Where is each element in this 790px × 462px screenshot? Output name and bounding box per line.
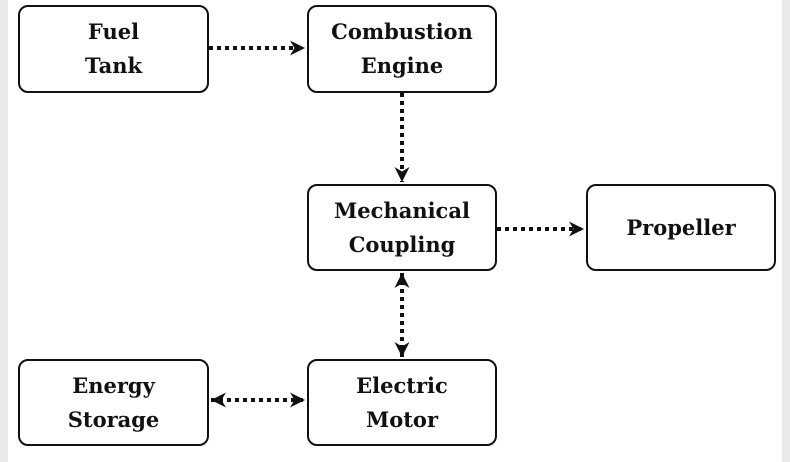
node-propeller-label: Propeller: [626, 214, 736, 240]
node-electric-motor-line2: Motor: [365, 406, 439, 432]
node-combustion-engine: Combustion Engine: [307, 5, 497, 93]
node-propeller: Propeller: [586, 184, 776, 271]
node-combustion-engine-line1: Combustion: [331, 19, 473, 44]
node-electric-motor-line1: Electric: [356, 372, 448, 398]
node-fuel-tank-line2: Tank: [84, 53, 143, 78]
node-mechanical-coupling: Mechanical Coupling: [307, 184, 497, 271]
node-mechanical-coupling-line1: Mechanical: [334, 197, 470, 223]
node-mechanical-coupling-line2: Coupling: [348, 231, 456, 257]
node-fuel-tank: Fuel Tank: [18, 5, 209, 93]
node-energy-storage-line2: Storage: [67, 406, 160, 432]
node-electric-motor: Electric Motor: [307, 359, 497, 446]
node-energy-storage: Energy Storage: [18, 359, 209, 446]
node-combustion-engine-line2: Engine: [360, 53, 444, 78]
node-fuel-tank-line1: Fuel: [87, 19, 140, 44]
node-energy-storage-line1: Energy: [72, 372, 155, 398]
